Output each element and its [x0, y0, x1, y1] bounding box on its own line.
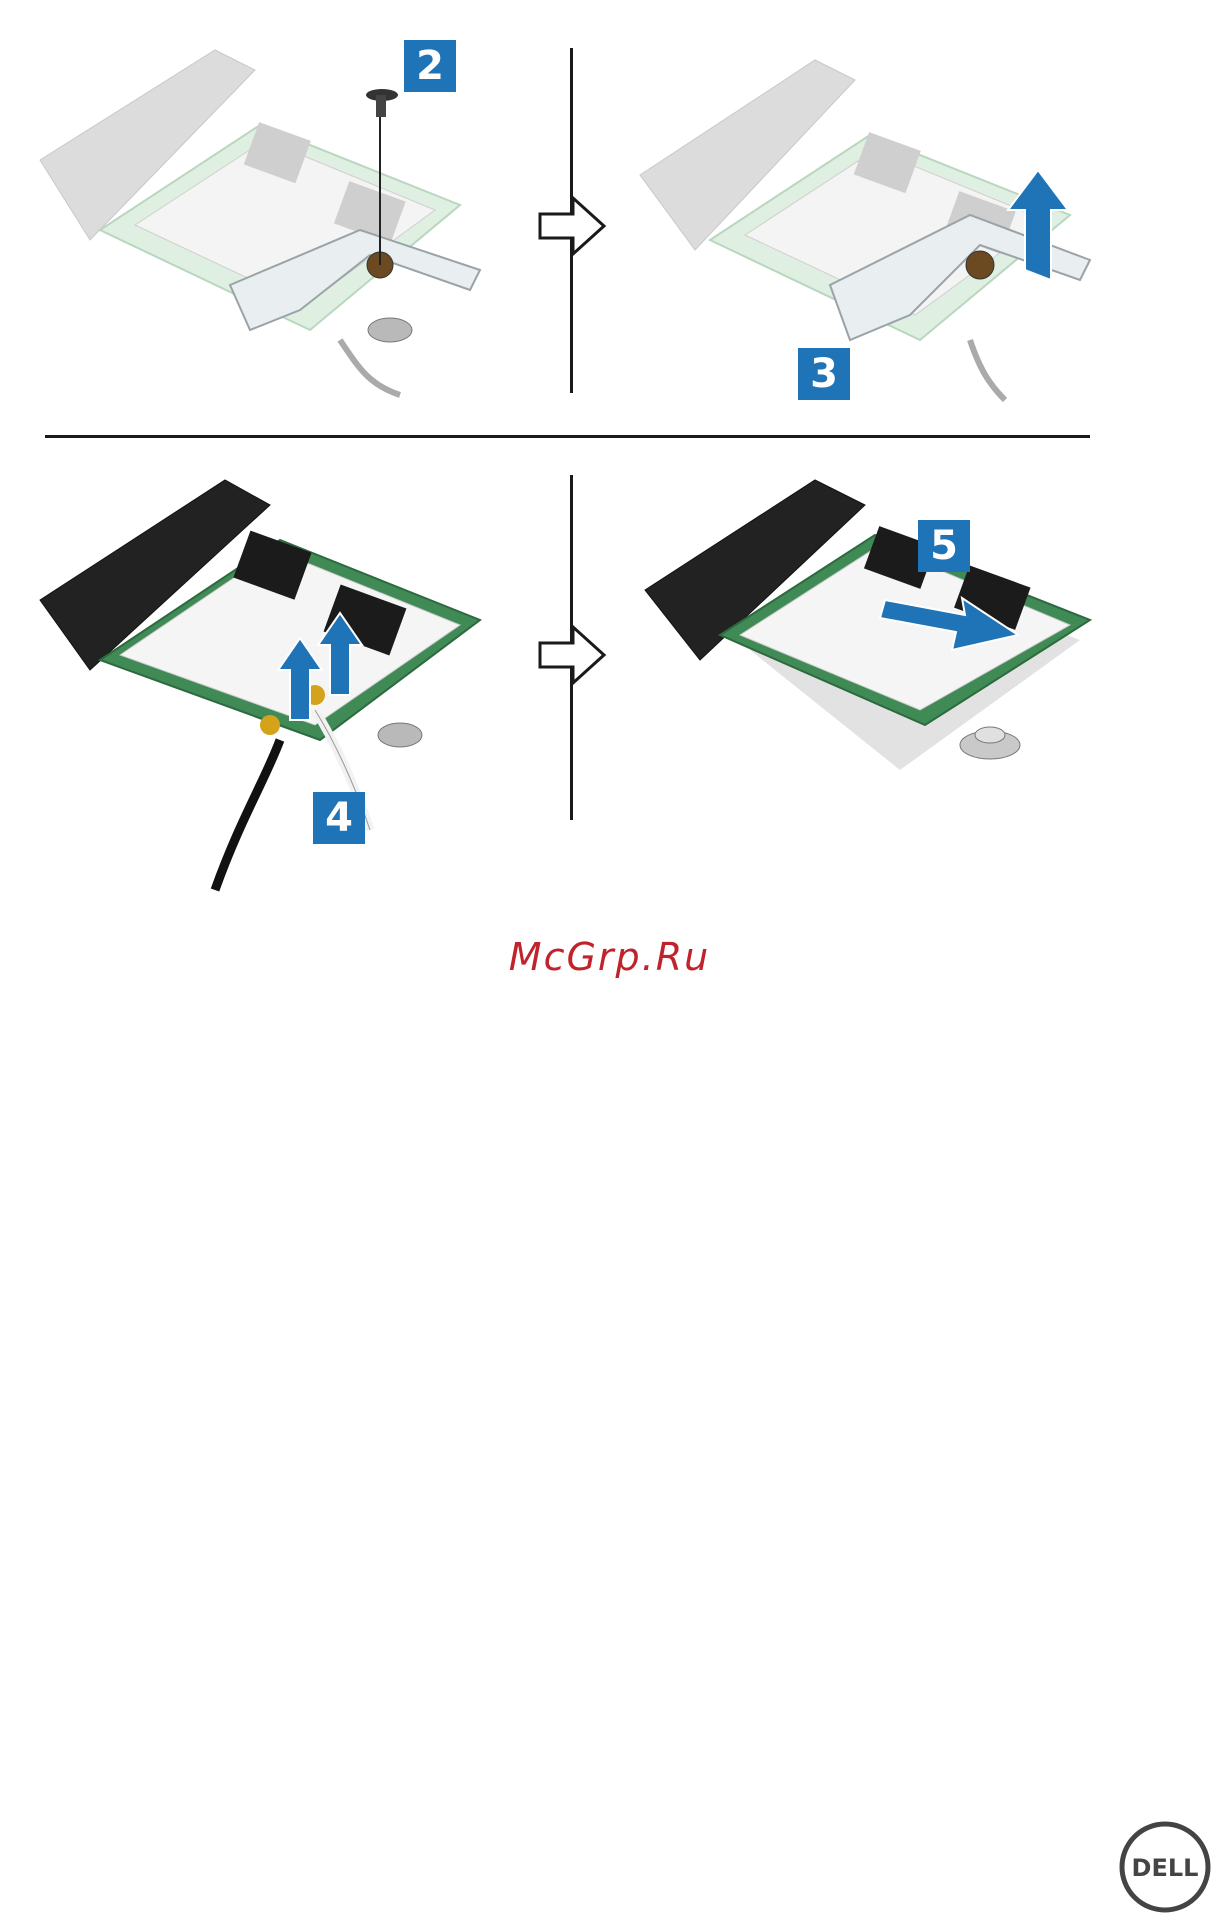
hollow-right-arrow-icon: [538, 196, 608, 256]
watermark-text: McGrp.Ru: [0, 935, 1219, 979]
dell-logo-icon: DELL: [1118, 1820, 1212, 1914]
panel-disconnect-antenna: 4: [40, 470, 500, 890]
panel-lift-bracket: 3: [640, 40, 1100, 410]
step-badge-5: 5: [918, 520, 970, 572]
logo-text: DELL: [1132, 1854, 1199, 1882]
step-badge-3: 3: [798, 348, 850, 400]
panel-slide-out-card: 5: [640, 470, 1100, 800]
panel-remove-screw: 2: [40, 40, 500, 410]
wlan-card-illustration-dimmed: [40, 40, 500, 410]
divider-horizontal: [45, 435, 1090, 438]
wlan-card-illustration: [40, 470, 500, 890]
wlan-card-illustration-dimmed: [640, 40, 1100, 410]
step-badge-2: 2: [404, 40, 456, 92]
step-badge-4: 4: [313, 792, 365, 844]
wlan-card-illustration: [640, 470, 1100, 800]
hollow-right-arrow-icon: [538, 625, 608, 685]
